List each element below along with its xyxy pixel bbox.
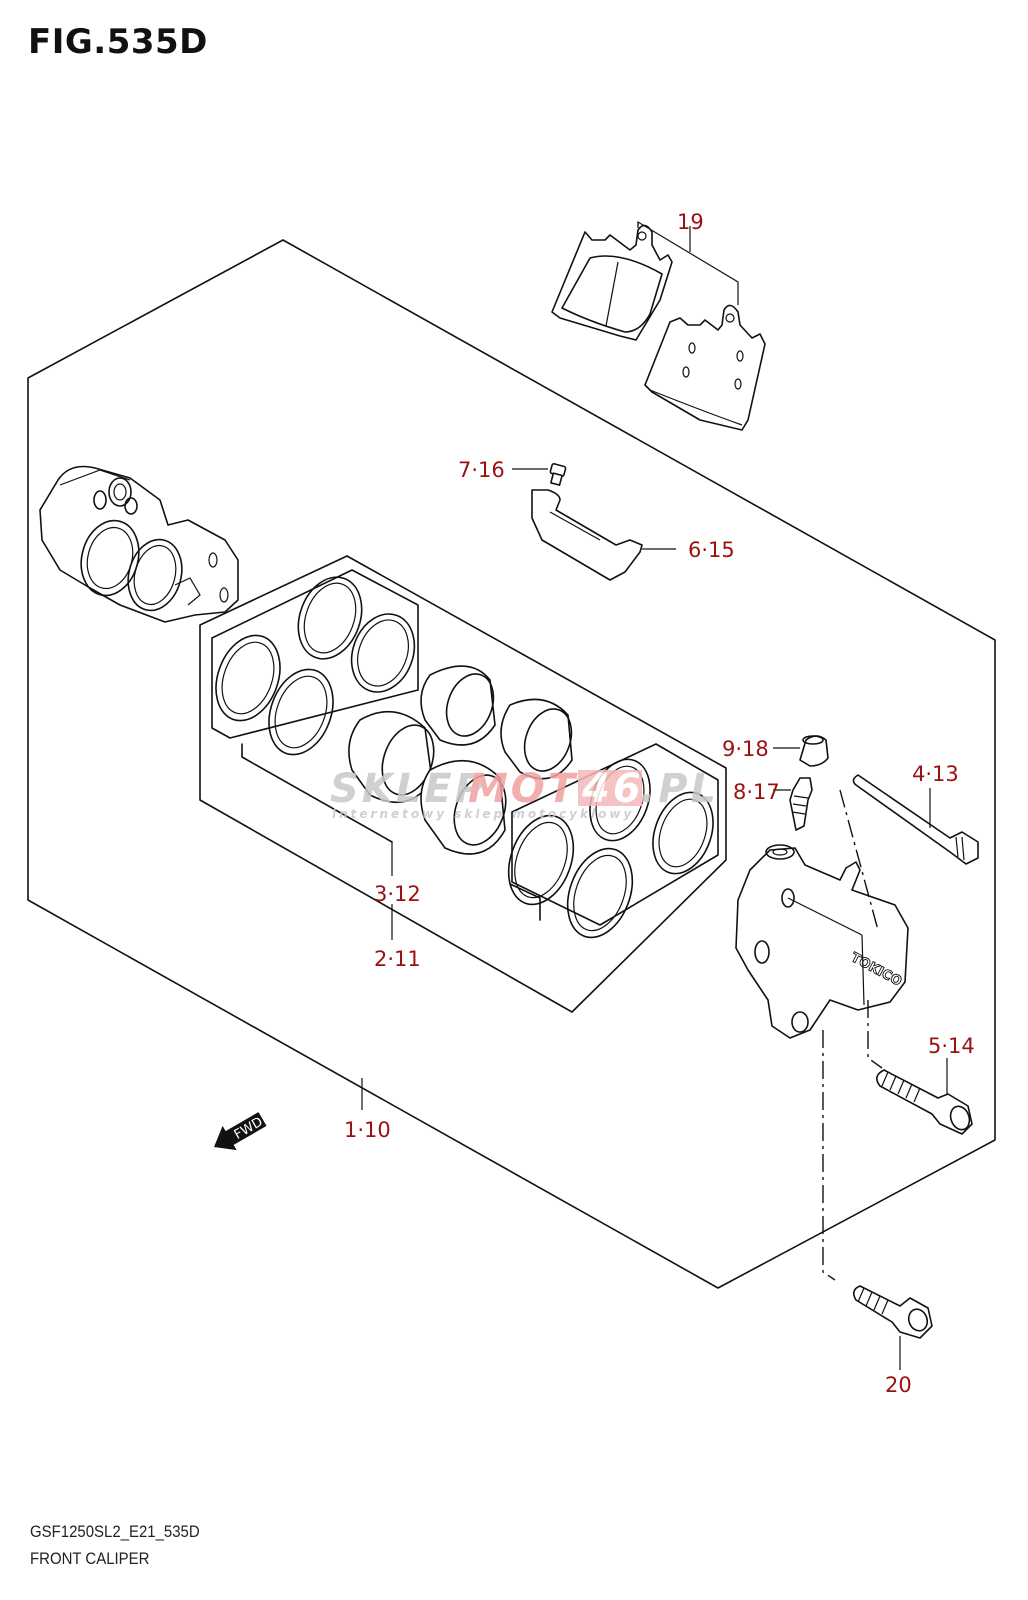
mount-bolt — [852, 1285, 933, 1339]
watermark-brand-4: .PL — [640, 766, 719, 812]
seal-set-connector-right — [509, 883, 541, 921]
piston-seals-right — [507, 758, 714, 939]
piston-set-frame — [199, 555, 727, 1013]
watermark: SKLEP MOTO 46 .PL internetowy sklep moto… — [330, 766, 719, 821]
watermark-brand-3: 46 — [581, 766, 644, 812]
callout-seal-set: 3·12 — [374, 882, 421, 906]
seal-set-frame-left — [211, 569, 419, 739]
brake-pad-front — [551, 224, 673, 341]
pad-pin — [852, 774, 979, 865]
callout-caliper-assy: 1·10 — [344, 1118, 391, 1142]
piston — [420, 665, 496, 746]
callout-pad-pin: 4·13 — [912, 762, 959, 786]
brake-pad-rear — [644, 304, 766, 431]
watermark-tagline: internetowy sklep motocyklowy — [332, 807, 634, 821]
figure-title: FIG.535D — [28, 22, 208, 62]
watermark-badge — [578, 770, 642, 806]
centerline-caliper-bolt — [867, 1000, 883, 1069]
callout-pad-spring-screw: 7·16 — [458, 458, 505, 482]
callout-brake-pads: 19 — [677, 210, 704, 234]
seal-set-connector — [241, 743, 393, 843]
callout-bleeder-valve: 8·17 — [733, 780, 780, 804]
caliper-half-left — [39, 465, 239, 623]
watermark-brand-1: SKLEP — [330, 766, 487, 812]
bleeder-cap — [799, 735, 829, 767]
piston-seals-left — [215, 576, 416, 756]
leader-pads — [637, 220, 739, 305]
piston — [420, 759, 507, 855]
caliper-assy-frame — [27, 239, 996, 1289]
seal-set-frame-right — [511, 743, 719, 926]
figure-footer: GSF1250SL2_E21_535D FRONT CALIPER — [30, 1518, 200, 1572]
pistons — [348, 665, 573, 855]
figure-code: GSF1250SL2_E21_535D — [30, 1522, 200, 1541]
callout-caliper-bolt: 5·14 — [928, 1034, 975, 1058]
callout-bleeder-cap: 9·18 — [722, 737, 769, 761]
pad-spring — [531, 489, 643, 581]
callout-piston-set: 2·11 — [374, 947, 421, 971]
bleeder-valve — [789, 777, 813, 831]
caliper-bolt — [876, 1069, 973, 1135]
callout-mount-bolt: 20 — [885, 1373, 912, 1397]
caliper-half-right: TOKICO — [735, 844, 909, 1039]
pad-spring-screw — [549, 463, 567, 486]
figure-name: FRONT CALIPER — [30, 1549, 150, 1568]
piston — [500, 698, 573, 780]
callout-pad-spring: 6·15 — [688, 538, 735, 562]
fwd-arrow-icon: FWD — [214, 1112, 267, 1151]
centerline-mount-bolt — [822, 1030, 836, 1281]
centerline-pad-pin — [839, 789, 879, 931]
piston — [348, 710, 435, 804]
